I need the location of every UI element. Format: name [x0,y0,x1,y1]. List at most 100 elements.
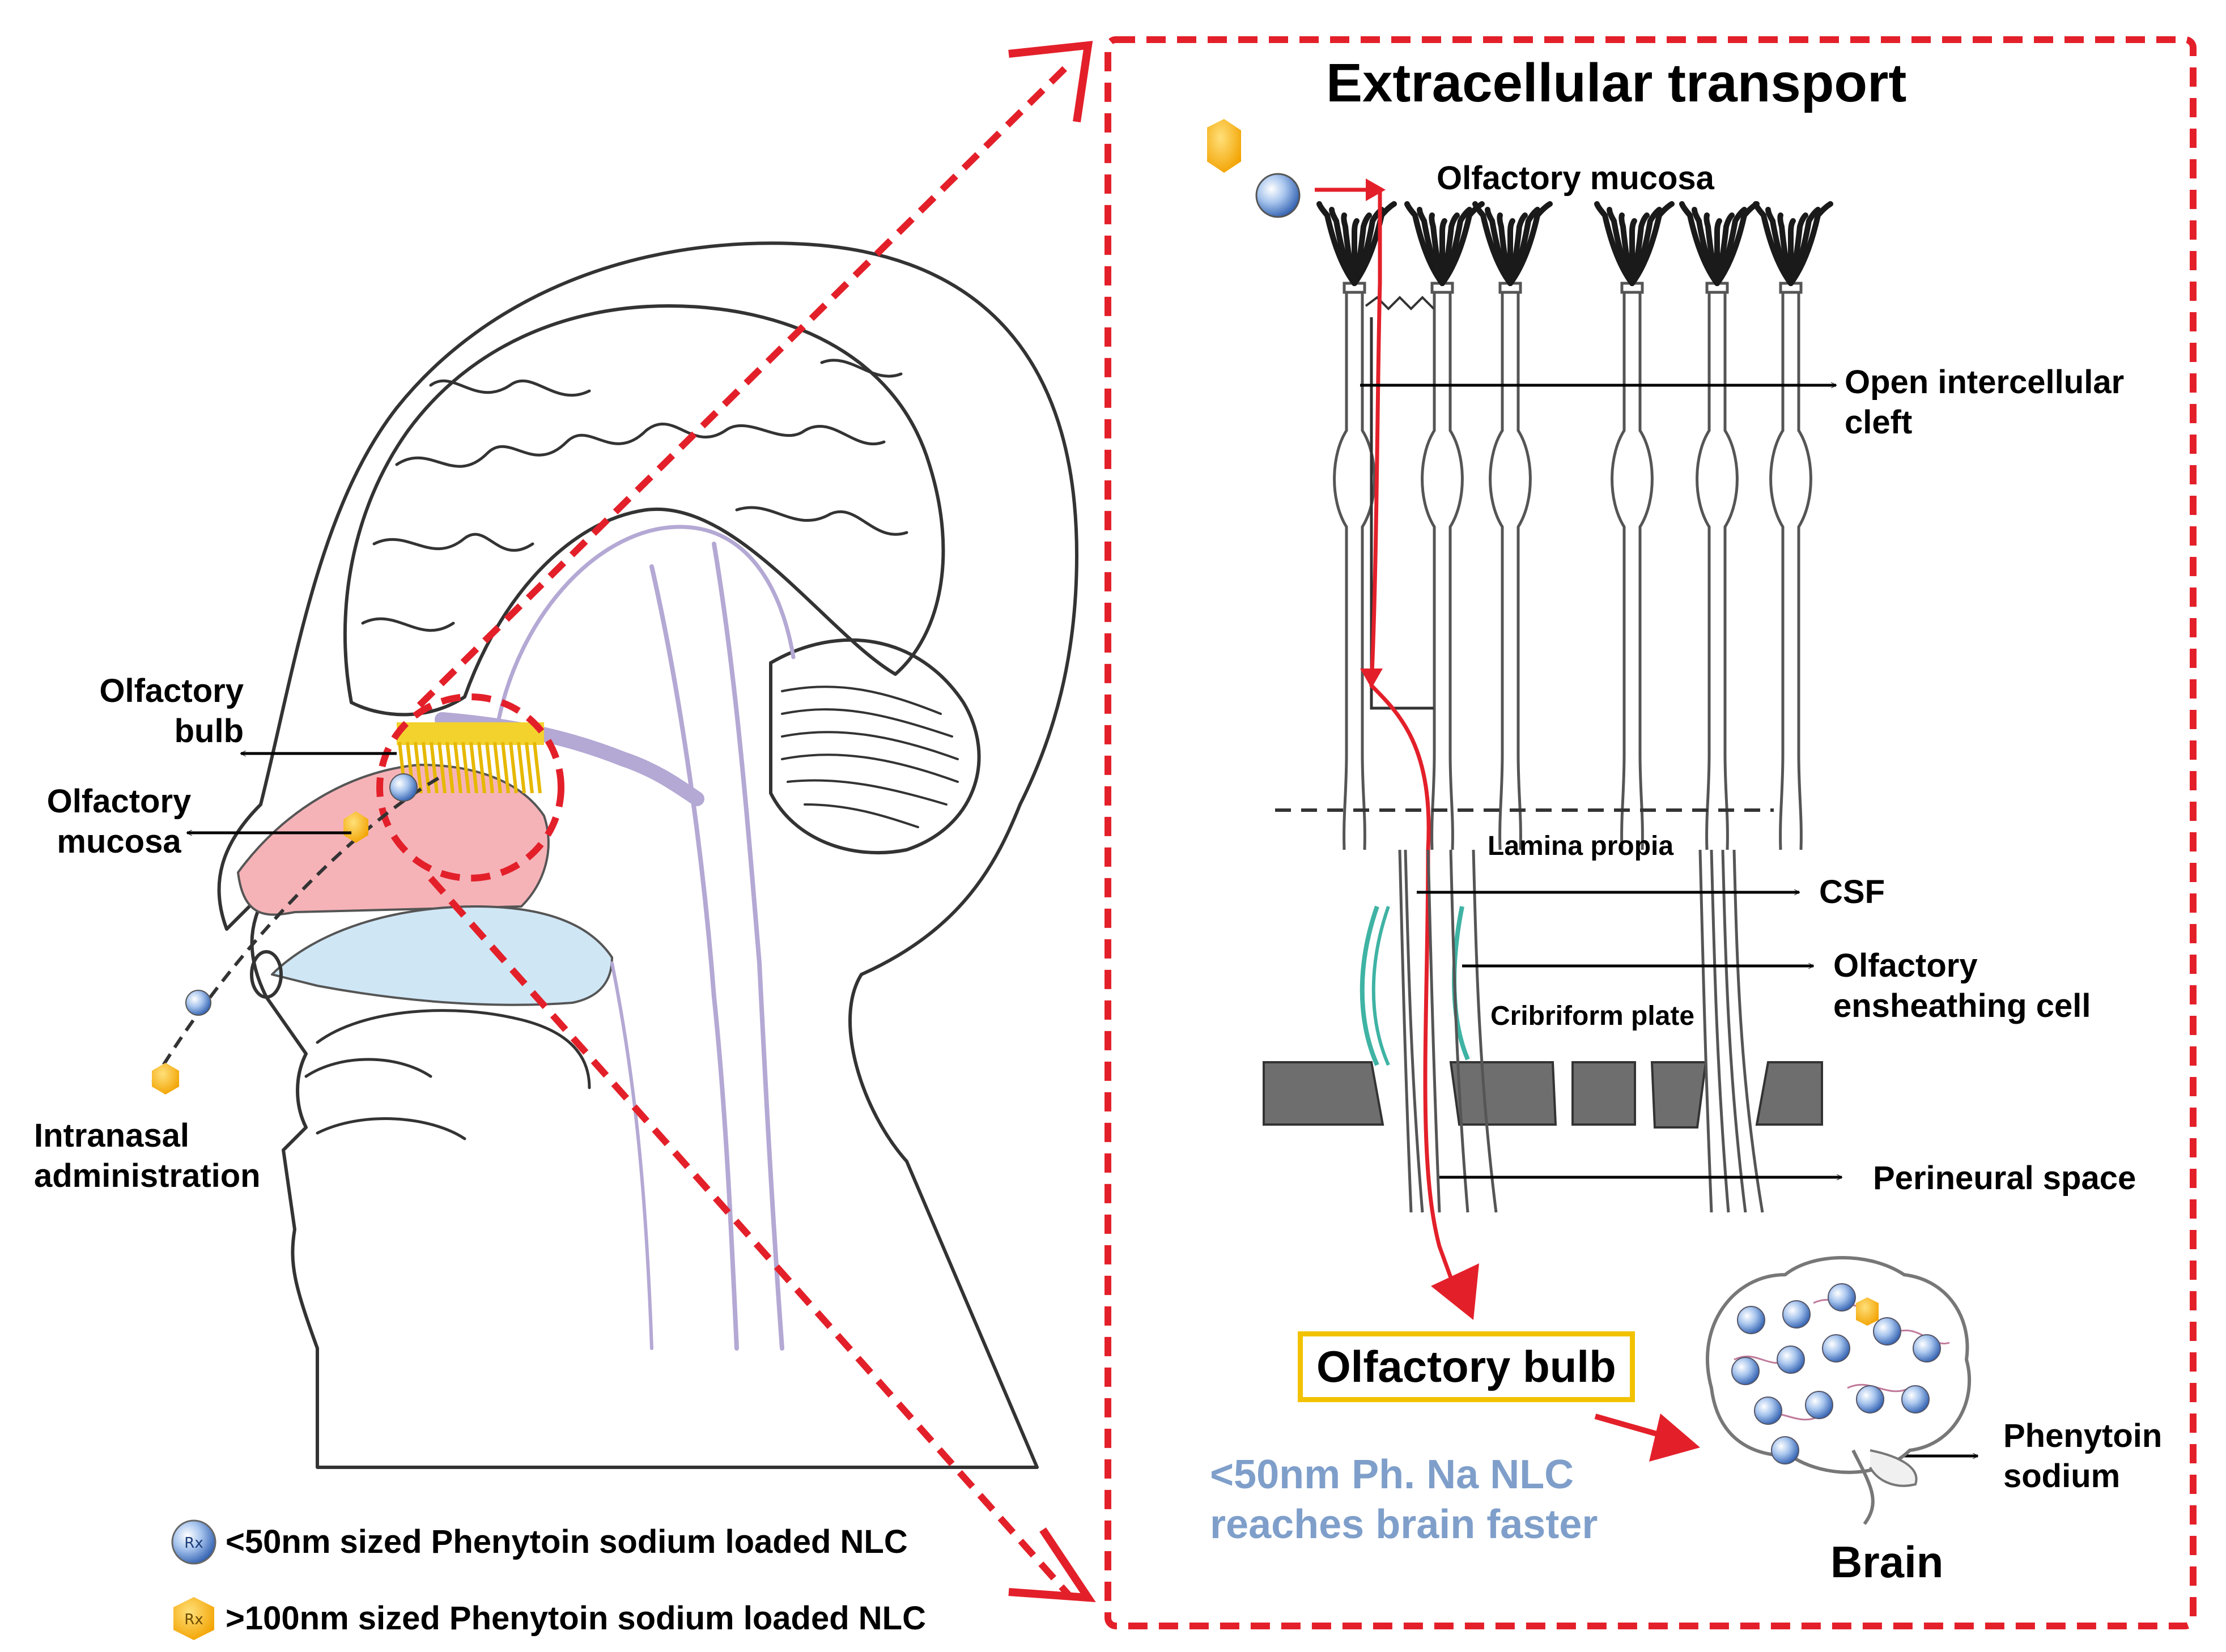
head-anatomy [217,241,1078,1469]
axon [1698,849,1713,1213]
cilium [1714,201,1760,286]
panel-small-particle-icon [1255,173,1301,218]
axon [1472,849,1498,1213]
axon [1426,849,1441,1213]
brain-nanoparticle-icon [1822,1334,1850,1363]
transport-route [1315,188,1464,1310]
axon [1449,849,1469,1213]
label-cribriform-plate: Cribriform plate [1490,1001,1695,1031]
brain-large-particle-icon [1856,1297,1879,1326]
neuron-column [1489,289,1532,850]
legend-label-large-nlc: >100nm sized Phenytoin sodium loaded NLC [226,1599,926,1637]
faster-transport-note: <50nm Ph. Na NLC reaches brain faster [1210,1452,1598,1547]
cerebellum-folia [781,686,959,828]
bulb-tooth [445,742,454,794]
nlc-large-particle-icon [152,1063,179,1095]
cleft-bracket [1370,317,1434,710]
intercellular-cleft-zigzag [1365,296,1435,310]
axon [1732,849,1764,1213]
neuron-column [1333,289,1376,850]
bulb-tooth [533,742,542,794]
cerebellum [769,638,981,855]
axon [1404,849,1424,1213]
bulb-tooth [437,742,447,794]
neuron-column [1421,289,1464,850]
axon [1721,849,1747,1213]
svg-text:Rx: Rx [184,1535,203,1552]
brain-nanoparticle-icon [1828,1283,1856,1312]
ensheathing-cell-left [1360,905,1379,1066]
label-phenytoin-sodium: Phenytoin sodium [2003,1417,2163,1495]
neuron-column [1769,289,1812,850]
bulb-tooth [430,742,439,794]
olfactory-bulb-box: Olfactory bulb [1298,1331,1635,1402]
zoom-line-top [417,59,1074,708]
bulb-tooth [485,742,494,794]
brain-nanoparticle-icon [1771,1436,1799,1464]
brain-illustration [1705,1256,1972,1525]
bulb-tooth [453,742,462,794]
route-arrowhead-down [1360,669,1383,688]
label-olfactory-ensheathing-cell: Olfactory ensheathing cell [1833,947,2091,1024]
brain-nanoparticle-icon [1777,1346,1805,1374]
axon [1398,849,1413,1213]
brain-nanoparticle-icon [1901,1385,1930,1413]
gyri [361,359,908,632]
bulb-tooth [501,742,510,794]
axon-bundles [1398,849,1764,1213]
label-olfactory-bulb-left: Olfactory bulb [99,672,244,750]
bulb-tooth [414,742,423,794]
legend-item-large-nlc: Rx >100nm sized Phenytoin sodium loaded … [170,1595,926,1642]
neuron-column [1696,289,1739,850]
label-lamina-propia: Lamina propia [1488,831,1674,861]
brain-nanoparticle-icon [1737,1306,1765,1334]
brain-nanoparticle-icon [1754,1396,1782,1425]
brainstem [649,542,784,1351]
zoom-line-bottom [428,876,1074,1600]
legend-blue-sphere-icon: Rx [171,1519,216,1565]
cilium [1629,201,1675,286]
olfactory-neurons [1333,282,1812,850]
panel-title: Extracellular transport [1326,53,1907,113]
nostril [250,950,283,999]
label-intranasal: Intranasal administration [34,1117,261,1194]
zoom-arrowhead-top [1008,41,1093,123]
legend-label-small-nlc: <50nm sized Phenytoin sodium loaded NLC [226,1523,908,1560]
bulb-to-brain-arrowhead [1649,1413,1700,1462]
brain-nanoparticle-icon [1873,1317,1901,1346]
axon [1710,849,1730,1213]
bulb-tooth [477,742,486,794]
bulb-tooth [517,742,526,794]
label-olfactory-mucosa-panel: Olfactory mucosa [1437,160,1714,197]
palate [271,905,613,1006]
ensheathing-cell-left-2 [1371,906,1390,1066]
intranasal-path [151,774,443,1083]
label-open-cleft: Open intercellular cleft [1845,364,2125,441]
cilium [1507,201,1553,286]
brain-nanoparticle-icon [1856,1385,1884,1413]
panel-large-particle-icon [1207,119,1241,173]
label-csf: CSF [1819,874,1885,910]
zoom-circle [376,693,564,882]
cerebrum [343,304,945,717]
svg-text:Rx: Rx [184,1611,203,1628]
brain-nanoparticle-icon [1805,1391,1833,1419]
route-arrowhead-entry [1366,178,1386,201]
neuron-column [1611,289,1654,850]
label-olfactory-mucosa-left: Olfactory mucosa [46,783,192,860]
bulb-tooth [493,742,502,794]
route-arrowhead-bulb [1431,1263,1479,1320]
nlc-small-particle-icon [185,990,211,1016]
airway [610,961,653,1350]
brain-nanoparticle-icon [1731,1357,1760,1385]
nlc-small-in-cavity-icon [389,773,418,802]
legend-item-small-nlc: Rx <50nm sized Phenytoin sodium loaded N… [170,1518,908,1566]
bulb-tooth [461,742,470,794]
label-brain: Brain [1830,1537,1944,1587]
bulb-tooth [469,742,478,794]
label-perineural-space: Perineural space [1873,1160,2136,1197]
brain-nanoparticle-icon [1913,1334,1941,1363]
brain-nanoparticle-icon [1782,1300,1811,1329]
cilium [1788,201,1833,286]
